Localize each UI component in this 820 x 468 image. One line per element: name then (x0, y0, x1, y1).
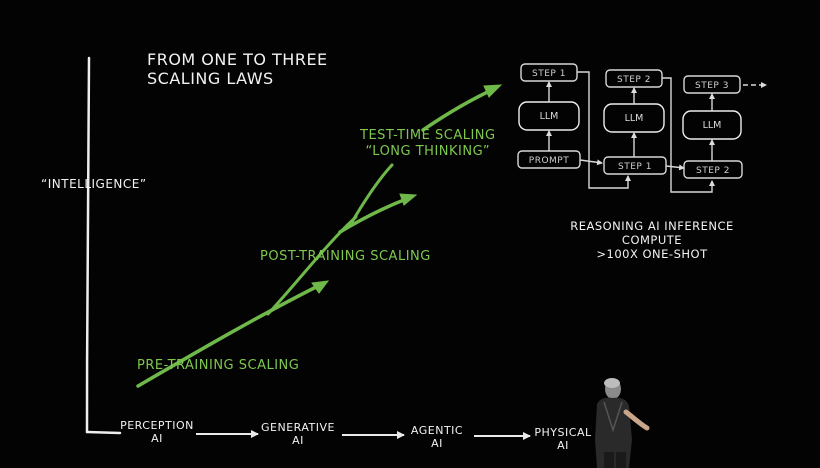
llm-label-3: LLM (703, 120, 722, 131)
step2-bottom-label: STEP 2 (696, 166, 730, 176)
step2-top-label: STEP 2 (617, 75, 651, 85)
scaling-curves (136, 84, 503, 388)
stage-physical: PHYSICAL AI (534, 426, 591, 452)
pre-training-label: PRE-TRAINING SCALING (137, 358, 300, 373)
stage-label-line2: AI (151, 432, 163, 446)
prompt-label: PROMPT (529, 156, 569, 166)
test-time-line-2: “LONG THINKING” (365, 143, 491, 159)
llm-label-1: LLM (540, 111, 559, 122)
y-axis-label: “INTELLIGENCE” (41, 177, 147, 191)
x-axis-corner (85, 430, 122, 435)
stage-label-line1: AGENTIC (410, 424, 464, 437)
step1-bottom-label: STEP 1 (618, 162, 652, 172)
stage-label-line2: AI (557, 439, 569, 453)
inference-diagram (517, 63, 767, 193)
step3-top-label: STEP 3 (695, 81, 729, 91)
stage-label-line2: AI (292, 434, 304, 448)
test-time-label: TEST-TIME SCALING “LONG THINKING” (360, 128, 496, 159)
test-time-line-1: TEST-TIME SCALING (360, 128, 496, 143)
caption-line-3: >100X ONE-SHOT (596, 246, 708, 261)
caption-line-2: COMPUTE (621, 232, 683, 247)
title-line-1: FROM ONE TO THREE (147, 50, 328, 69)
presenter-figure (595, 378, 650, 468)
stage-generative: GENERATIVE AI (261, 421, 335, 447)
stage-agentic: AGENTIC AI (411, 424, 463, 450)
step2-bottom-box (683, 160, 743, 179)
stage-label-line2: AI (431, 437, 443, 451)
stage-label-line1: GENERATIVE (261, 421, 335, 434)
stage-perception: PERCEPTION AI (120, 419, 194, 445)
stage-label-line1: PERCEPTION (120, 419, 194, 432)
caption-line-1: REASONING AI INFERENCE (570, 219, 734, 233)
y-axis-line (85, 56, 91, 434)
stage-label-line1: PHYSICAL (534, 426, 592, 439)
inference-caption: REASONING AI INFERENCE COMPUTE >100X ONE… (570, 219, 734, 261)
slide-title: FROM ONE TO THREE SCALING LAWS (147, 50, 328, 88)
step1-top-label: STEP 1 (532, 69, 566, 79)
title-line-2: SCALING LAWS (147, 69, 274, 89)
llm-label-2: LLM (625, 113, 644, 124)
step1-bottom-box (603, 156, 667, 175)
post-training-label: POST-TRAINING SCALING (260, 249, 431, 264)
